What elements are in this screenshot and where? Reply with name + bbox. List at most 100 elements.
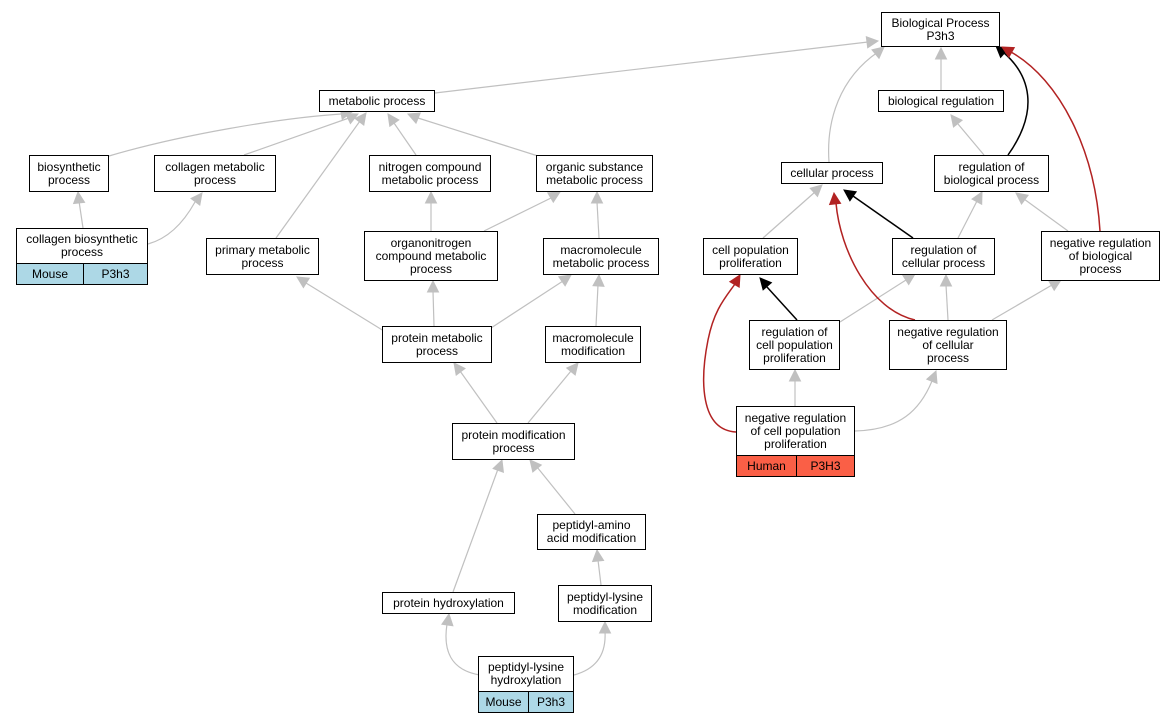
edge-collagenbio-to-collagenmet-arrowhead [190, 192, 203, 206]
node-negative-regulation-of-biological-process[interactable]: negative regulation of biological proces… [1041, 231, 1160, 281]
edge-regprolif-to-regcell-arrowhead [901, 273, 916, 286]
node-biological-process[interactable]: Biological Process P3h3 [881, 12, 1000, 47]
edge-negregbio-to-bp [1010, 51, 1101, 232]
edge-cellular-to-bp-arrowhead [871, 46, 885, 60]
annotation-species-mouse: Mouse [16, 263, 84, 285]
edge-regprolif-to-cellprolif [766, 286, 798, 321]
node-peptidyl-lysine-hydroxylation[interactable]: peptidyl-lysine hydroxylation [478, 656, 574, 692]
edge-macromet-to-organic [596, 201, 600, 239]
edge-proteinmet-to-macromet-arrowhead [557, 274, 572, 287]
edge-macromod-to-macromet [595, 284, 599, 327]
edge-primary-to-metabolic [275, 120, 361, 239]
edge-macromod-to-macromet-arrowhead [592, 273, 605, 287]
edge-metabolic-to-bp-arrowhead [865, 36, 880, 49]
edge-lyshyd-to-proteinhydrox-arrowhead [441, 612, 454, 627]
node-negative-regulation-of-cellular-process[interactable]: negative regulation of cellular process [889, 320, 1007, 370]
edge-cellprolif-to-cellular-arrowhead [809, 184, 823, 198]
edge-collagenmet-to-metabolic-arrowhead [345, 113, 360, 125]
annotation-species-mouse: Mouse [478, 691, 529, 713]
edge-regcell-to-regbio-arrowhead [971, 191, 983, 206]
edge-primary-to-metabolic-arrowhead [354, 112, 367, 126]
edge-negregprolif-to-negregcell-arrowhead [925, 369, 938, 385]
edge-regbio-to-bp [1002, 51, 1029, 156]
edge-negregbio-to-regbio-arrowhead [1015, 192, 1029, 205]
annotation-gene-p3h3: P3H3 [796, 455, 855, 477]
edge-proteinmet-to-macromet [490, 280, 564, 329]
node-biosynthetic-process[interactable]: biosynthetic process [29, 155, 109, 192]
edge-collagenmet-to-metabolic [243, 117, 350, 156]
node-collagen-metabolic-process[interactable]: collagen metabolic process [154, 155, 276, 192]
edge-negregcell-to-negregbio-arrowhead [1047, 279, 1062, 292]
edge-organic-to-metabolic-arrowhead [406, 112, 421, 125]
node-peptidyl-amino-acid-modification[interactable]: peptidyl-amino acid modification [537, 514, 646, 550]
edge-proteinmod-to-macromod-arrowhead [565, 362, 579, 376]
node-nitrogen-compound-metabolic-process[interactable]: nitrogen compound metabolic process [369, 155, 491, 192]
edge-biosynthetic-to-metabolic [108, 113, 342, 157]
edge-cellular-to-bp [828, 51, 879, 163]
node-primary-metabolic-process[interactable]: primary metabolic process [206, 238, 319, 275]
node-negative-regulation-of-cell-population-proliferation[interactable]: negative regulation of cell population p… [736, 406, 855, 456]
edge-lysmod-to-peptidylamino-arrowhead [591, 548, 605, 563]
node-protein-modification-process[interactable]: protein modification process [452, 423, 575, 460]
edge-nitrogen-to-metabolic [393, 122, 417, 156]
edge-negregcell-to-cellular [835, 202, 916, 321]
edge-negregbio-to-bp-arrowhead [1001, 46, 1016, 59]
edge-proteinmet-to-organonitro [432, 290, 435, 327]
edge-lyshyd-to-proteinhydrox [445, 623, 481, 676]
node-protein-metabolic-process[interactable]: protein metabolic process [382, 326, 492, 363]
node-regulation-of-biological-process[interactable]: regulation of biological process [934, 155, 1049, 192]
edge-lyshyd-to-lysmod-arrowhead [598, 620, 612, 634]
annotation-gene-p3h3: P3h3 [83, 263, 148, 285]
edge-regcell-to-cellular-arrowhead [843, 189, 858, 202]
edge-negregprolif-to-regprolif-arrowhead [788, 368, 802, 382]
edge-proteinhydrox-to-proteinmod-arrowhead [492, 458, 504, 473]
edge-lyshyd-to-lysmod [573, 631, 606, 676]
node-collagen-biosynthetic-process[interactable]: collagen biosynthetic process [16, 228, 148, 264]
edge-negregcell-to-cellular-arrowhead [828, 191, 842, 206]
edge-proteinmod-to-proteinmet [459, 370, 498, 424]
edge-negregcell-to-regcell [945, 284, 949, 321]
annotation-species-human: Human [736, 455, 797, 477]
edge-negregprolif-to-cellprolif [702, 283, 737, 433]
edge-organonitro-to-organic-arrowhead [546, 191, 561, 204]
edge-peptidylamino-to-proteinmod-arrowhead [529, 459, 543, 473]
node-organic-substance-metabolic-process[interactable]: organic substance metabolic process [536, 155, 653, 192]
annotation-gene-p3h3: P3h3 [528, 691, 574, 713]
edge-organic-to-metabolic [417, 117, 539, 157]
edge-collagenbio-to-biosynthetic-arrowhead [72, 190, 86, 205]
node-macromolecule-modification[interactable]: macromolecule modification [545, 326, 641, 363]
edge-organonitro-to-nitrogen-arrowhead [424, 190, 438, 204]
edge-cellprolif-to-cellular [762, 191, 816, 239]
edge-regcell-to-cellular [852, 195, 914, 239]
edge-metabolic-to-bp [434, 41, 869, 94]
node-organonitrogen-compound-metabolic-process[interactable]: organonitrogen compound metabolic proces… [364, 231, 498, 281]
edge-collagenbio-to-biosynthetic [78, 200, 84, 229]
edge-organonitro-to-organic [483, 197, 552, 232]
edge-macromet-to-organic-arrowhead [590, 190, 604, 204]
edge-proteinmet-to-organonitro-arrowhead [426, 279, 440, 293]
node-protein-hydroxylation[interactable]: protein hydroxylation [382, 592, 515, 614]
edge-regbio-to-bioreg [957, 123, 985, 156]
edge-nitrogen-to-metabolic-arrowhead [387, 113, 400, 128]
edge-bioreg-to-bp-arrowhead [934, 46, 948, 60]
edge-negregprolif-to-cellprolif-arrowhead [728, 274, 741, 289]
node-biological-regulation[interactable]: biological regulation [878, 90, 1004, 112]
node-metabolic-process[interactable]: metabolic process [319, 90, 435, 112]
edge-negregprolif-to-negregcell [854, 380, 933, 432]
edge-collagenbio-to-collagenmet [147, 201, 196, 245]
edge-negregcell-to-regcell-arrowhead [939, 273, 953, 287]
edge-proteinmod-to-macromod [527, 370, 572, 424]
edge-regcell-to-regbio [957, 200, 978, 239]
node-cell-population-proliferation[interactable]: cell population proliferation [703, 238, 798, 275]
node-regulation-of-cellular-process[interactable]: regulation of cellular process [892, 238, 995, 275]
node-cellular-process[interactable]: cellular process [781, 162, 883, 184]
edge-proteinmet-to-primary [305, 282, 385, 332]
edge-proteinmet-to-primary-arrowhead [296, 276, 311, 289]
node-peptidyl-lysine-modification[interactable]: peptidyl-lysine modification [558, 585, 652, 622]
edge-regbio-to-bioreg-arrowhead [950, 114, 964, 128]
edge-proteinmod-to-proteinmet-arrowhead [453, 362, 466, 376]
edge-peptidylamino-to-proteinmod [536, 466, 576, 515]
edge-regprolif-to-regcell [839, 279, 907, 323]
node-regulation-of-cell-population-proliferation[interactable]: regulation of cell population proliferat… [749, 320, 840, 370]
node-macromolecule-metabolic-process[interactable]: macromolecule metabolic process [543, 238, 659, 275]
